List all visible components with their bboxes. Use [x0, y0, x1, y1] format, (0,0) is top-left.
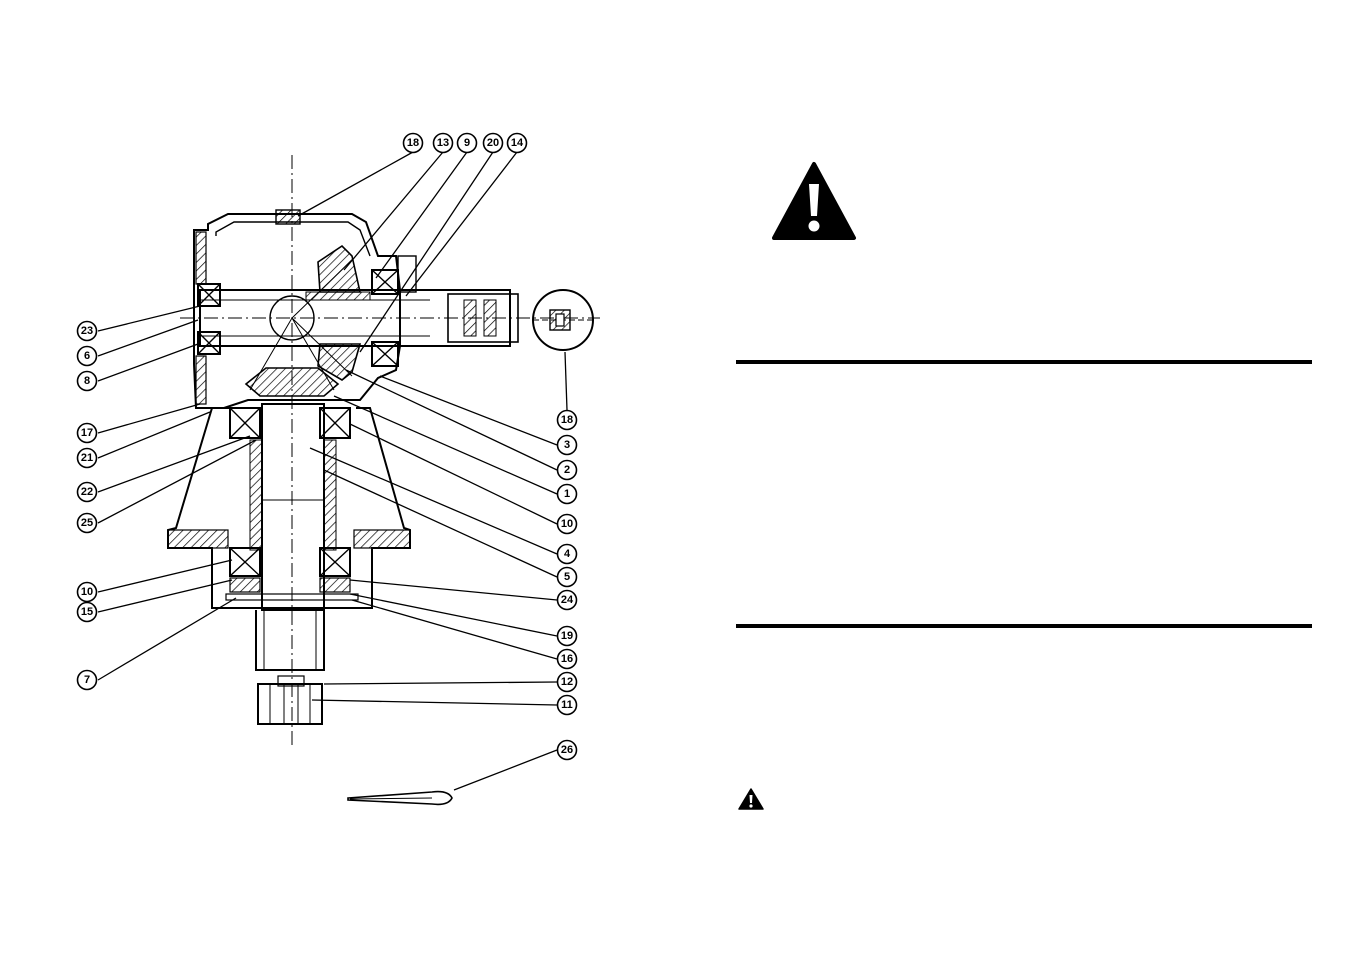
callout-18-detail: 18 [556, 409, 578, 431]
callout-6: 6 [76, 345, 98, 367]
callout-label: 17 [81, 427, 93, 439]
callout-13: 13 [432, 132, 454, 154]
callout-22: 22 [76, 481, 98, 503]
callout-24: 24 [556, 589, 578, 611]
callout-1: 1 [556, 483, 578, 505]
callout-4: 4 [556, 543, 578, 565]
callout-25: 25 [76, 512, 98, 534]
section-divider [736, 360, 1312, 364]
callout-label: 13 [437, 137, 449, 149]
callout-7: 7 [76, 669, 98, 691]
gearbox-drawing [167, 155, 600, 806]
callout-label: 9 [464, 137, 470, 149]
warning-triangle-icon [738, 788, 764, 810]
callout-2: 2 [556, 459, 578, 481]
callout-10-right: 10 [556, 513, 578, 535]
section-divider [736, 624, 1312, 628]
callout-3: 3 [556, 434, 578, 456]
callout-label: 22 [81, 486, 93, 498]
callout-8: 8 [76, 370, 98, 392]
callout-label: 18 [407, 137, 419, 149]
callout-10-left: 10 [76, 581, 98, 603]
gearbox-exploded-diagram: 18 13 9 20 14 23 6 8 [76, 132, 600, 806]
callout-14: 14 [506, 132, 528, 154]
callout-label: 6 [84, 350, 90, 362]
callout-label: 14 [511, 137, 524, 149]
callout-label: 11 [561, 699, 573, 711]
callout-label: 21 [81, 452, 93, 464]
warning-triangle-icon [772, 162, 856, 240]
callout-16: 16 [556, 648, 578, 670]
callout-11: 11 [556, 694, 578, 716]
callout-label: 15 [81, 606, 93, 618]
callout-label: 2 [564, 464, 570, 476]
callout-label: 10 [561, 518, 573, 530]
callout-label: 16 [561, 653, 573, 665]
callout-label: 25 [81, 517, 93, 529]
callout-label: 19 [561, 630, 573, 642]
callout-9: 9 [456, 132, 478, 154]
callout-12: 12 [556, 671, 578, 693]
callout-label: 10 [81, 586, 93, 598]
leader-lines [97, 151, 568, 791]
callout-5: 5 [556, 566, 578, 588]
callout-15: 15 [76, 601, 98, 623]
callout-26: 26 [556, 739, 578, 761]
callout-label: 8 [84, 375, 90, 387]
callout-21: 21 [76, 447, 98, 469]
callout-23: 23 [76, 320, 98, 342]
callout-label: 1 [564, 488, 570, 500]
callout-label: 26 [561, 744, 573, 756]
callout-label: 4 [564, 548, 571, 560]
callout-20: 20 [482, 132, 504, 154]
callout-label: 20 [487, 137, 499, 149]
callout-label: 18 [561, 414, 573, 426]
callout-18-top: 18 [402, 132, 424, 154]
callout-label: 23 [81, 325, 93, 337]
callout-label: 24 [561, 594, 574, 606]
callout-17: 17 [76, 422, 98, 444]
callout-label: 12 [561, 676, 573, 688]
callout-label: 7 [84, 674, 90, 686]
callout-label: 5 [564, 571, 570, 583]
callout-label: 3 [564, 439, 570, 451]
callout-19: 19 [556, 625, 578, 647]
